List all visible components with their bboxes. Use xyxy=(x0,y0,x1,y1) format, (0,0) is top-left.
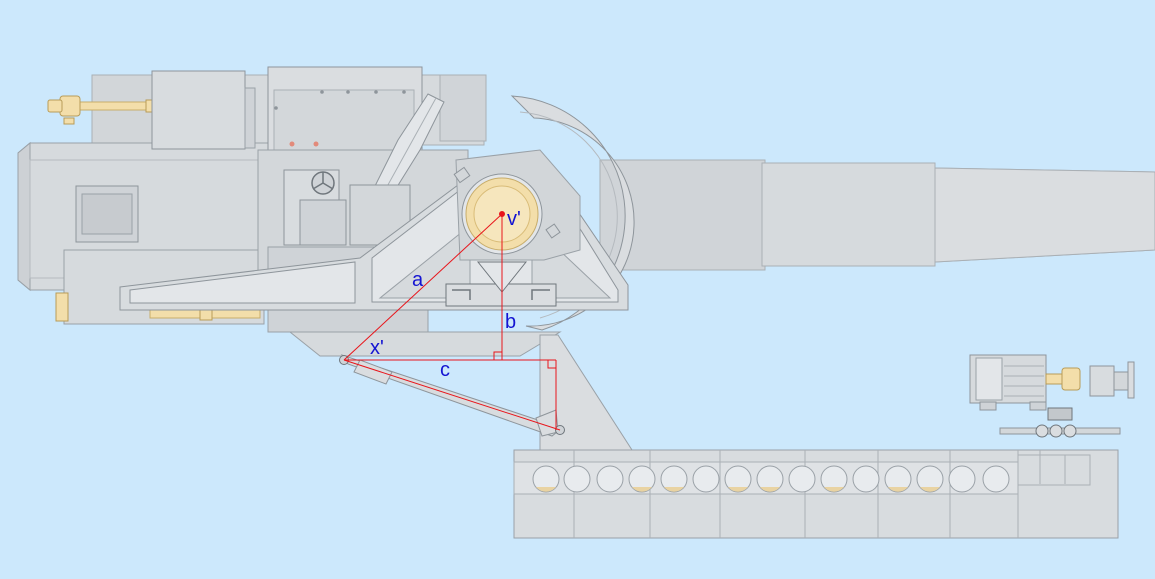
label-b: b xyxy=(505,311,516,333)
label-joint: x' xyxy=(370,337,384,359)
gun-barrel xyxy=(599,159,1155,271)
line-a xyxy=(343,213,503,361)
diagram-labels: v' a b c x' xyxy=(370,208,521,381)
right-angle-mark-b xyxy=(493,351,502,360)
label-a: a xyxy=(412,269,424,291)
drive-motor xyxy=(969,354,1135,438)
line-cylinder-axis xyxy=(343,359,561,431)
label-c: c xyxy=(440,359,450,381)
construction-lines xyxy=(343,211,561,431)
shell-rack xyxy=(532,465,1010,493)
right-angle-mark-pedestal xyxy=(547,360,556,369)
label-pivot: v' xyxy=(507,208,521,230)
pivot-dot xyxy=(499,211,505,217)
